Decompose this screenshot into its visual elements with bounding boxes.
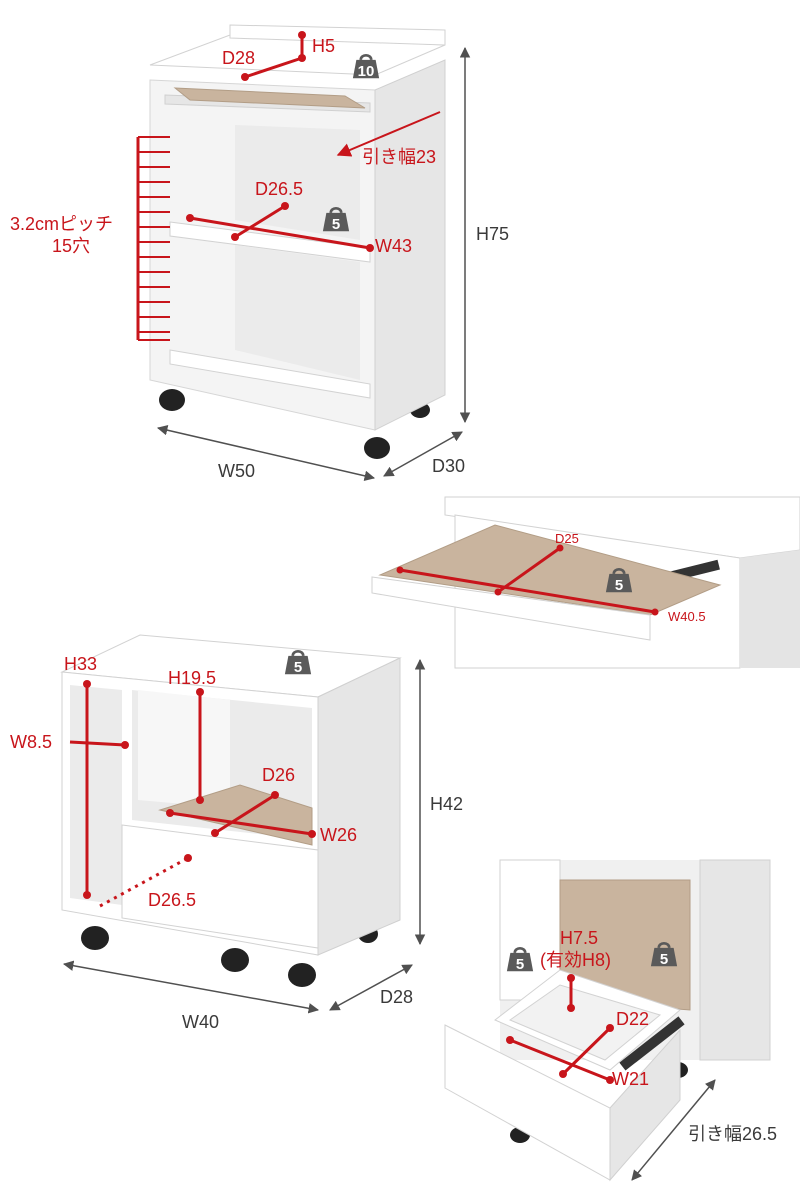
side-niche-height-label: H19.5 [168,668,216,688]
side-left-width-label: W8.5 [10,732,52,752]
main-top-load-label: 10 [358,63,375,80]
side-niche-depth-label: D26 [262,765,295,785]
side-width-label: W40 [182,1012,219,1032]
pitch-label-line2: 15穴 [52,236,90,256]
pitch-label-line1: 3.2cmピッチ [10,214,113,234]
main-shelf-load-label: 5 [332,216,340,233]
side-top-load-label: 5 [294,659,302,676]
drawer-width-label: W21 [612,1069,649,1089]
side-left-height-label: H33 [64,654,97,674]
main-height-label: H75 [476,224,509,244]
main-shelf-depth-label: D26.5 [255,179,303,199]
main-top-depth-label: D28 [222,48,255,68]
side-drawer-depth-label: D26.5 [148,890,196,910]
main-width-label: W50 [218,461,255,481]
tray-depth-label: D25 [555,531,579,546]
drawer-annotations: 5 5 H7.5 (有効H8) D22 W21 引き幅26.5 [506,928,777,1181]
main-shelf-width-label: W43 [375,236,412,256]
main-keyboard-pull-label: 引き幅23 [362,147,436,167]
side-depth-label: D28 [380,987,413,1007]
drawer-detail [444,859,771,1182]
side-unit-annotations: 5 H33 W8.5 H19.5 D26 W26 D26.5 H42 W40 D… [10,649,463,1032]
drawer-height-label: H7.5 [560,928,598,948]
drawer-effective-height-label: (有効H8) [540,950,611,970]
main-depth-label: D30 [432,456,465,476]
tray-load-label: 5 [615,577,623,594]
main-unit-annotations: H5 D28 10 引き幅23 3.2cmピッチ 15穴 [10,31,509,481]
side-niche-width-label: W26 [320,825,357,845]
drawer-depth-label: D22 [616,1009,649,1029]
drawer-left-load-label: 5 [516,956,524,973]
pitch-ladder [136,136,170,341]
side-unit [60,634,402,987]
keyboard-tray-detail: D25 W40.5 5 [371,496,800,669]
side-height-label: H42 [430,794,463,814]
tray-width-label: W40.5 [668,609,706,624]
drawer-right-load-label: 5 [660,951,668,968]
drawer-pull-label: 引き幅26.5 [688,1124,777,1144]
main-top-height-label: H5 [312,36,335,56]
